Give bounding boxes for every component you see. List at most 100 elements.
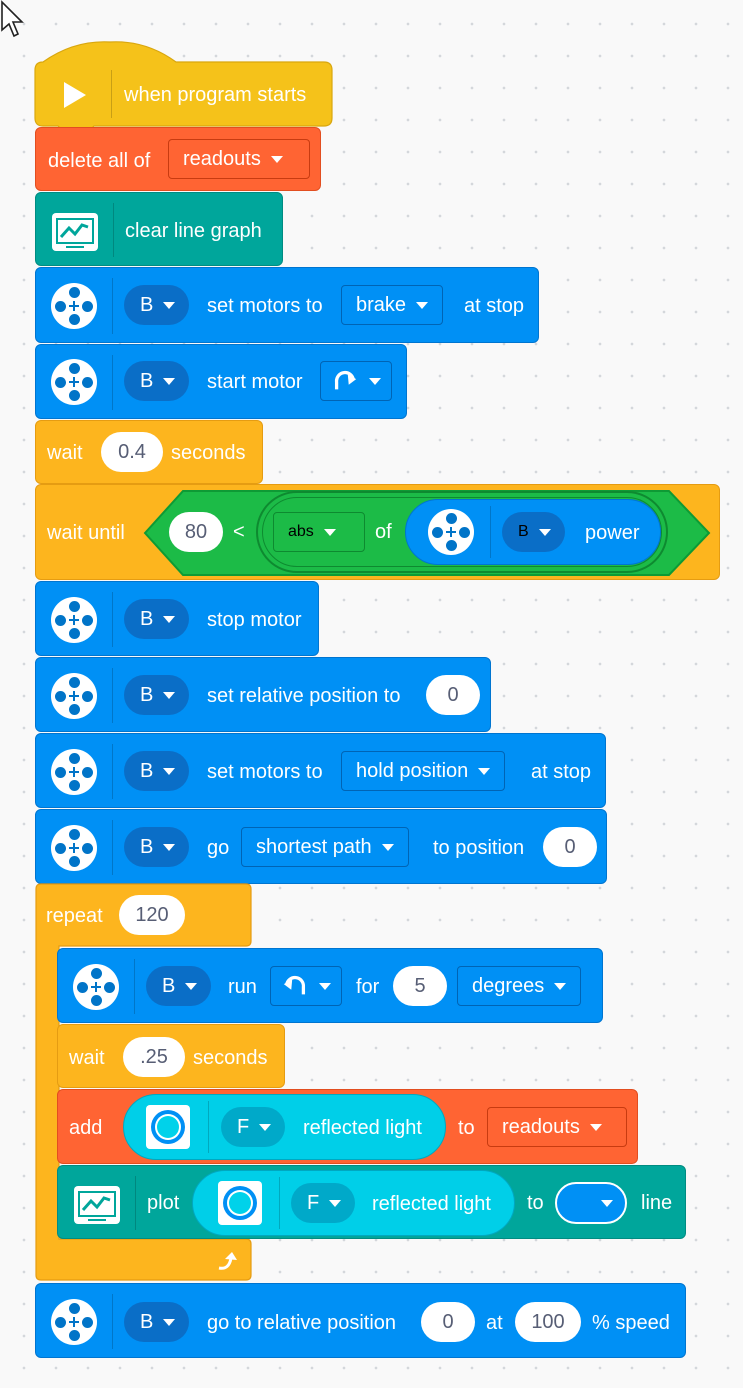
speed-input[interactable]: 100 (515, 1302, 581, 1342)
list-dropdown[interactable]: readouts (487, 1107, 627, 1147)
seconds-input[interactable]: 0.4 (101, 432, 163, 472)
port-dropdown[interactable]: B (124, 675, 190, 715)
dropdown-value: readouts (502, 1115, 580, 1138)
add-to-list-block[interactable]: add F reflected light to readouts (57, 1089, 638, 1164)
port-dropdown[interactable]: B (124, 285, 190, 325)
chevron-down-icon (163, 767, 176, 775)
when-program-starts-block[interactable]: when program starts (35, 62, 332, 126)
port-value: F (237, 1115, 250, 1138)
wait-seconds-block[interactable]: wait .25 seconds (57, 1024, 285, 1088)
port-dropdown[interactable]: B (124, 599, 190, 639)
go-to-position-block[interactable]: B go shortest path to position 0 (35, 809, 607, 884)
chevron-down-icon (163, 615, 176, 623)
block-suffix: % speed (592, 1312, 670, 1334)
chevron-down-icon (259, 1123, 272, 1131)
position-input[interactable]: 0 (421, 1302, 475, 1342)
motor-icon (51, 749, 97, 795)
start-motor-block[interactable]: B start motor (35, 344, 407, 419)
chevron-down-icon (185, 982, 198, 990)
chevron-down-icon (369, 377, 381, 385)
dropdown-value: readouts (183, 147, 261, 170)
set-relative-position-block[interactable]: B set relative position to 0 (35, 657, 491, 732)
abs-of-inner-outline (262, 497, 662, 567)
block-label: set motors to (207, 761, 323, 783)
chevron-down-icon (319, 982, 331, 990)
path-dropdown[interactable]: shortest path (241, 827, 409, 867)
direction-dropdown[interactable] (270, 966, 342, 1006)
line-color-dropdown[interactable] (555, 1182, 627, 1224)
port-dropdown[interactable]: B (146, 966, 212, 1006)
clockwise-arrow-icon (334, 370, 357, 390)
line-graph-icon (74, 1186, 120, 1224)
reflected-light-reporter[interactable]: F reflected light (192, 1170, 515, 1236)
block-label: plot (147, 1192, 180, 1214)
position-input[interactable]: 0 (543, 827, 597, 867)
delete-all-of-block[interactable]: delete all of readouts (35, 127, 321, 191)
set-motors-stop-hold-block[interactable]: B set motors to hold position at stop (35, 733, 606, 808)
seconds-input[interactable]: .25 (123, 1037, 185, 1077)
mouse-cursor-icon (1, 0, 24, 38)
plot-line-graph-block[interactable]: plot F reflected light to line (57, 1165, 686, 1239)
port-value: B (140, 607, 154, 630)
list-dropdown[interactable]: readouts (168, 139, 310, 179)
chevron-down-icon (416, 301, 429, 309)
block-label: wait (47, 442, 83, 464)
unit-dropdown[interactable]: degrees (457, 966, 582, 1006)
port-value: B (140, 1310, 154, 1333)
motor-icon (51, 825, 97, 871)
block-suffix: seconds (171, 442, 246, 464)
set-motors-stop-brake-block[interactable]: B set motors to brake at stop (35, 267, 539, 343)
port-dropdown[interactable]: F (291, 1183, 356, 1223)
port-value: B (140, 683, 154, 706)
repeat-count-input[interactable]: 120 (119, 895, 185, 935)
repeat-block[interactable]: repeat 120 (35, 884, 251, 946)
position-input[interactable]: 0 (426, 675, 480, 715)
port-value: B (518, 523, 529, 540)
wait-seconds-block[interactable]: wait 0.4 seconds (35, 420, 263, 484)
math-function-dropdown[interactable]: abs (273, 512, 365, 552)
go-to-relative-position-block[interactable]: B go to relative position 0 at 100 % spe… (35, 1283, 686, 1358)
motor-power-reporter[interactable]: B power (405, 499, 661, 565)
block-label-2: to position (433, 837, 525, 859)
chevron-down-icon (163, 301, 176, 309)
port-dropdown[interactable]: F (221, 1107, 286, 1147)
port-dropdown[interactable]: B (124, 1302, 190, 1342)
motor-icon (51, 359, 97, 405)
stop-motor-block[interactable]: B stop motor (35, 581, 319, 656)
port-dropdown[interactable]: B (124, 361, 190, 401)
chevron-down-icon (163, 691, 176, 699)
stop-mode-dropdown[interactable]: brake (341, 285, 444, 325)
chevron-down-icon (323, 528, 336, 536)
port-dropdown[interactable]: B (124, 827, 190, 867)
block-label-2: to (458, 1117, 475, 1139)
play-icon (64, 82, 86, 108)
block-label: when program starts (124, 84, 307, 106)
chevron-down-icon (163, 377, 176, 385)
block-label: stop motor (207, 609, 302, 631)
chevron-down-icon (381, 843, 394, 851)
repeat-c-shape (35, 883, 252, 1281)
block-label: run (228, 976, 257, 998)
clear-line-graph-block[interactable]: clear line graph (35, 192, 283, 266)
block-label: add (69, 1117, 103, 1139)
block-label: start motor (207, 371, 303, 393)
block-label: repeat (46, 905, 103, 927)
block-label-2: for (356, 976, 380, 998)
run-motor-for-block[interactable]: B run for 5 degrees (57, 948, 603, 1023)
port-value: F (307, 1191, 320, 1214)
port-dropdown[interactable]: B (124, 751, 190, 791)
compare-left-input[interactable]: 80 (169, 512, 223, 552)
reporter-label: reflected light (372, 1193, 491, 1215)
line-graph-icon (52, 213, 98, 251)
reflected-light-reporter[interactable]: F reflected light (123, 1094, 446, 1160)
direction-dropdown[interactable] (320, 361, 392, 401)
motor-icon (51, 283, 97, 329)
amount-input[interactable]: 5 (393, 966, 447, 1006)
port-value: B (140, 759, 154, 782)
dropdown-value: shortest path (256, 835, 372, 858)
port-dropdown[interactable]: B (502, 512, 565, 552)
of-label: of (375, 521, 392, 543)
stop-mode-dropdown[interactable]: hold position (341, 751, 506, 791)
port-value: B (140, 369, 154, 392)
start-hat-shape (34, 41, 333, 130)
